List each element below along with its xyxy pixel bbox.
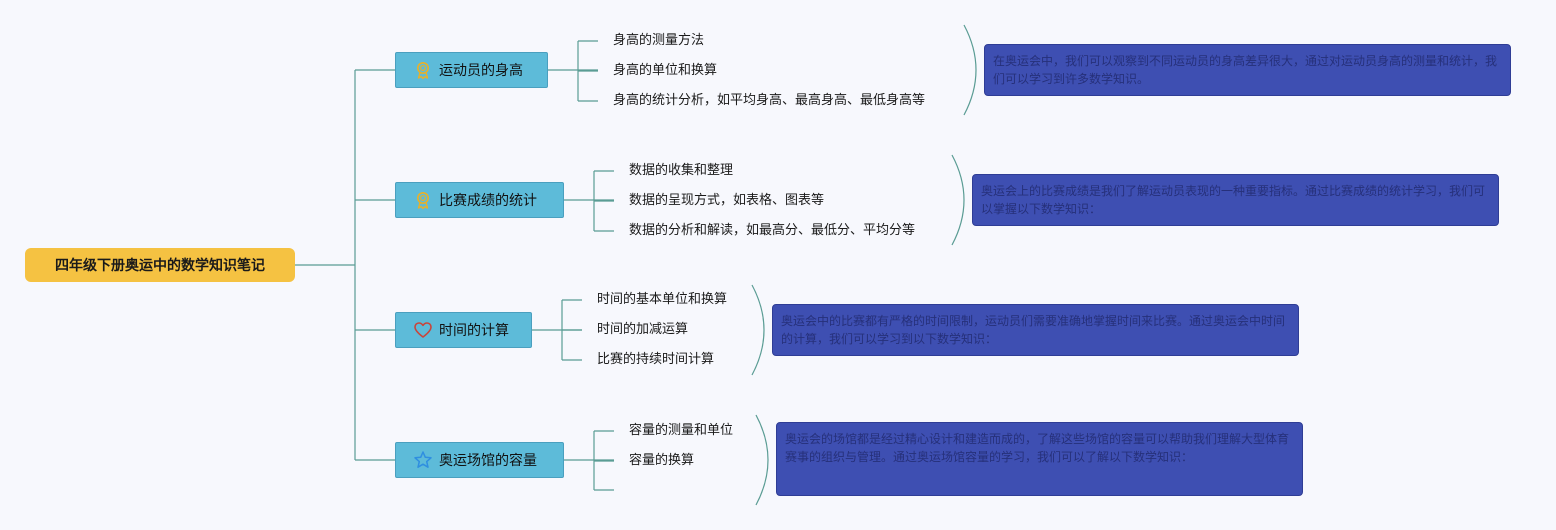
- summary-brace: [755, 414, 769, 506]
- branch-label: 时间的计算: [439, 323, 509, 339]
- leaf-item[interactable]: 比赛的持续时间计算: [597, 352, 715, 367]
- leaf-item[interactable]: 身高的测量方法: [613, 33, 705, 48]
- branch-score-statistics[interactable]: 比赛成绩的统计: [395, 182, 564, 218]
- leaf-item[interactable]: 容量的测量和单位: [629, 423, 734, 438]
- note-box[interactable]: 奥运会的场馆都是经过精心设计和建造而成的，了解这些场馆的容量可以帮助我们理解大型…: [776, 422, 1303, 496]
- heart-icon: [413, 320, 433, 340]
- leaf-item[interactable]: 数据的呈现方式，如表格、图表等: [629, 193, 825, 208]
- note-box[interactable]: 奥运会上的比赛成绩是我们了解运动员表现的一种重要指标。通过比赛成绩的统计学习，我…: [972, 174, 1499, 226]
- note-box[interactable]: 在奥运会中，我们可以观察到不同运动员的身高差异很大，通过对运动员身高的测量和统计…: [984, 44, 1511, 96]
- star-icon: [413, 450, 433, 470]
- summary-brace: [751, 284, 765, 376]
- branch-label: 奥运场馆的容量: [439, 453, 537, 469]
- note-box[interactable]: 奥运会中的比赛都有严格的时间限制，运动员们需要准确地掌握时间来比赛。通过奥运会中…: [772, 304, 1299, 356]
- branch-athlete-height[interactable]: 运动员的身高: [395, 52, 548, 88]
- award-ribbon-icon: [413, 190, 433, 210]
- branch-time-calculation[interactable]: 时间的计算: [395, 312, 532, 348]
- leaf-item[interactable]: 数据的分析和解读，如最高分、最低分、平均分等: [629, 223, 916, 238]
- summary-brace: [963, 24, 977, 116]
- leaf-item[interactable]: 数据的收集和整理: [629, 163, 734, 178]
- leaf-item[interactable]: 时间的基本单位和换算: [597, 292, 728, 307]
- leaf-item[interactable]: 容量的换算: [629, 453, 695, 468]
- branch-venue-capacity[interactable]: 奥运场馆的容量: [395, 442, 564, 478]
- leaf-item[interactable]: 身高的单位和换算: [613, 63, 718, 78]
- branch-label: 运动员的身高: [439, 63, 523, 79]
- award-ribbon-icon: [413, 60, 433, 80]
- leaf-item[interactable]: 时间的加减运算: [597, 322, 689, 337]
- summary-brace: [951, 154, 965, 246]
- leaf-item[interactable]: 身高的统计分析，如平均身高、最高身高、最低身高等: [613, 93, 926, 108]
- branch-label: 比赛成绩的统计: [439, 193, 537, 209]
- root-topic-label: 四年级下册奥运中的数学知识笔记: [55, 258, 265, 274]
- root-topic[interactable]: 四年级下册奥运中的数学知识笔记: [25, 248, 295, 282]
